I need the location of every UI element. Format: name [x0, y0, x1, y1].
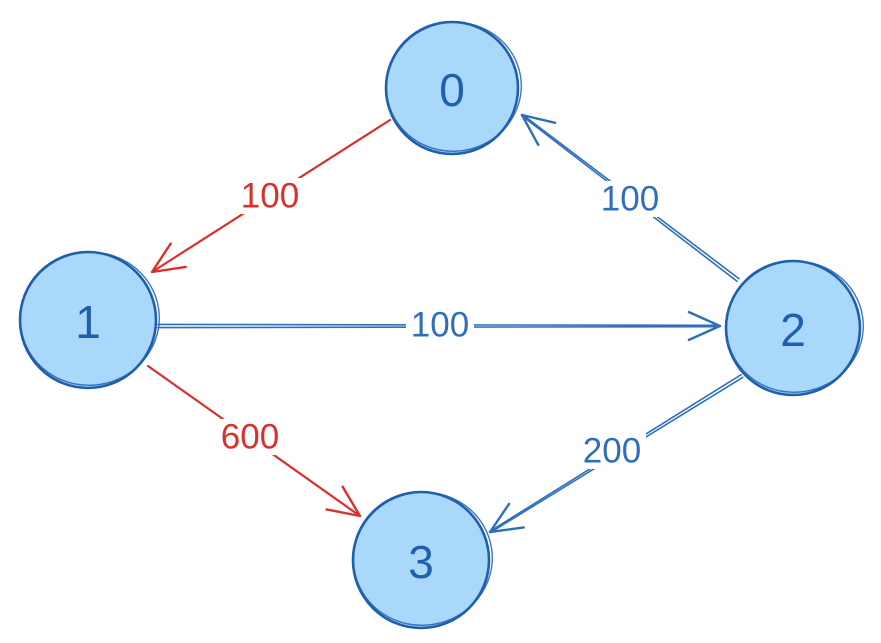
arrowhead — [687, 310, 722, 342]
arrowhead — [488, 502, 525, 534]
node-sketch-outline — [352, 491, 493, 626]
arrowhead — [520, 113, 557, 147]
node-sketch-outline — [385, 21, 522, 152]
edge-label-background — [596, 181, 664, 217]
node-sketch-outline — [725, 260, 864, 393]
node-label: 2 — [780, 304, 806, 356]
edge-label-background — [406, 307, 474, 343]
edge-label-background — [578, 433, 646, 469]
arrowhead — [325, 485, 362, 518]
node-3: 3 — [351, 490, 493, 630]
node-label: 3 — [408, 536, 434, 588]
node-0: 0 — [384, 20, 522, 156]
edge-weight-label: 200 — [583, 432, 641, 471]
edge-weight-label: 100 — [241, 177, 299, 216]
node-label: 0 — [439, 64, 465, 116]
arrowhead — [150, 242, 187, 274]
edge-label-background — [236, 178, 304, 214]
edge-label-background — [216, 419, 284, 455]
edge-weight-label: 600 — [221, 418, 279, 457]
edge-weight-label: 100 — [601, 180, 659, 219]
nodes-layer: 0 1 2 3 — [18, 20, 864, 630]
node-2: 2 — [724, 259, 864, 397]
node-label: 1 — [75, 296, 101, 348]
edge-labels-layer: 100 100 100 600 200 — [216, 177, 664, 471]
node-sketch-outline — [19, 251, 160, 386]
edge-weight-label: 100 — [411, 306, 469, 345]
node-1: 1 — [18, 250, 160, 390]
